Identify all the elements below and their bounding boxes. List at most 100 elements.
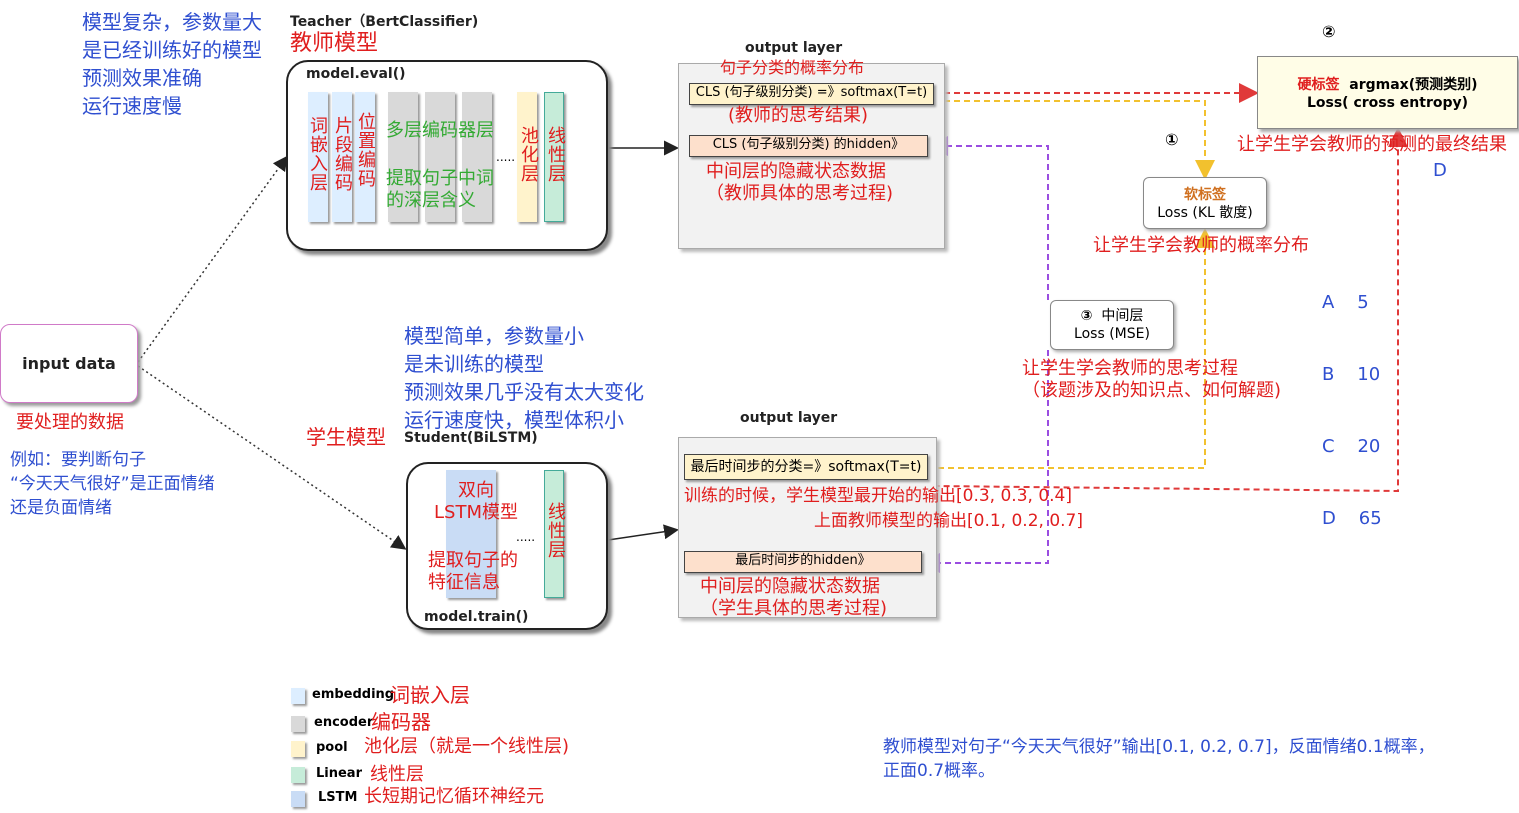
legend-desc-encoder: 编码器 — [371, 710, 431, 734]
student-mode: model.train() — [424, 609, 529, 625]
teacher-note: 是已经训练好的模型 — [82, 38, 262, 62]
legend-key-embedding: embedding — [312, 687, 395, 702]
legend-swatch-pool — [291, 741, 305, 757]
segment-encoding-bar — [332, 92, 352, 222]
encoder-bar — [462, 92, 492, 222]
answer-options: A 5 B 10 C 20 D 65 — [1322, 243, 1382, 555]
student-to-output-arrow — [607, 524, 679, 541]
input-to-student-arrow — [137, 365, 407, 550]
legend-swatch-encoder — [291, 716, 305, 732]
encoder-title: 多层编码器层 — [386, 120, 494, 141]
student-linear-layer-label: 线性层 — [545, 502, 566, 559]
legend-key-pool: pool — [316, 740, 348, 755]
hard-loss-answer: D — [1433, 160, 1447, 181]
legend-desc-linear: 线性层 — [370, 764, 424, 785]
input-to-teacher-arrow — [137, 155, 288, 363]
answer-option: A 5 — [1322, 292, 1369, 313]
student-linear-layer-bar — [544, 470, 564, 598]
embedding-layer-bar — [308, 92, 328, 222]
teacher-note: 预测效果准确 — [82, 66, 202, 90]
teacher-soft-label-arrow — [934, 100, 1215, 180]
hard-loss-line1: 硬标签 argmax(预测类别) — [1257, 76, 1518, 94]
teacher-note: 运行速度慢 — [82, 94, 182, 118]
legend-desc-lstm: 长短期记忆循环神经元 — [364, 786, 544, 807]
soft-loss-line2: Loss (KL 散度) — [1157, 205, 1253, 221]
input-data-box — [0, 324, 138, 403]
student-note: 运行速度快，模型体积小 — [404, 408, 624, 432]
teacher-notes: 模型复杂，参数量大 是已经训练好的模型 预测效果准确 运行速度慢 — [82, 8, 292, 120]
hard-loss-note: 让学生学会教师的预测的最终结果 — [1237, 134, 1507, 155]
teacher-prob-label: 句子分类的概率分布 — [720, 58, 865, 77]
teacher-subtitle: 教师模型 — [290, 31, 379, 56]
teacher-mode: model.eval() — [306, 66, 406, 82]
legend-desc-embedding: 词嵌入层 — [390, 683, 470, 707]
hard-loss-box — [1257, 56, 1518, 129]
mid-loss-to-student-hidden-arrow — [920, 350, 1049, 573]
teacher-note: 模型复杂，参数量大 — [82, 10, 262, 34]
student-ellipsis: ..... — [516, 530, 536, 544]
student-hidden-note: 中间层的隐藏状态数据 （学生具体的思考过程) — [700, 576, 888, 619]
teacher-cls-note: (教师的思考结果) — [728, 105, 869, 126]
legend-key-linear: Linear — [316, 766, 362, 781]
input-data-label: input data — [22, 354, 116, 373]
linear-layer-bar — [544, 92, 564, 222]
answer-option: C 20 — [1322, 436, 1381, 457]
input-caption: 要处理的数据 — [16, 412, 124, 433]
legend-swatch-linear — [291, 767, 305, 783]
student-subtitle: 学生模型 — [306, 425, 386, 449]
legend-swatch-embedding — [291, 688, 305, 704]
teacher-cls-hidden: CLS (句子级别分类) 的hidden》 — [689, 135, 928, 157]
soft-loss-marker: ① — [1165, 130, 1179, 149]
position-encoding-bar — [355, 92, 375, 222]
mid-loss-box: ③ 中间层 Loss (MSE) — [1050, 300, 1174, 350]
teacher-hidden-note: 中间层的隐藏状态数据 （教师具体的思考过程) — [706, 161, 894, 204]
student-output-title: output layer — [740, 410, 838, 426]
answer-option: B 10 — [1322, 364, 1381, 385]
linear-layer-label: 线性层 — [545, 126, 566, 183]
soft-loss-box: 软标签 Loss (KL 散度) — [1143, 177, 1267, 229]
pool-layer-label: 池化层 — [518, 126, 539, 183]
mid-loss-to-teacher-hidden-arrow — [928, 136, 1049, 300]
soft-loss-title: 软标签 — [1184, 187, 1226, 203]
teacher-cls-softmax: CLS (句子级别分类) =》softmax(T=t) — [689, 83, 934, 105]
mid-loss-marker: ③ — [1080, 308, 1093, 324]
student-notes: 模型简单，参数量小 是未训练的模型 预测效果几乎没有太大变化 运行速度快，模型体… — [404, 322, 694, 434]
legend-swatch-lstm — [291, 791, 305, 807]
pool-layer-bar — [517, 92, 537, 222]
teacher-ellipsis: ..... — [496, 150, 516, 164]
legend-desc-pool: 池化层（就是一个线性层) — [364, 736, 570, 757]
answer-option: D 65 — [1322, 508, 1382, 529]
student-hidden: 最后时间步的hidden》 — [684, 551, 922, 573]
lstm-layer-bar — [446, 470, 496, 598]
mid-loss-line2: Loss (MSE) — [1074, 326, 1150, 342]
encoder-bar — [425, 92, 455, 222]
student-train-note1: 训练的时候，学生模型最开始的输出[0.3, 0.3, 0.4] — [684, 486, 1072, 506]
mid-loss-note: 让学生学会教师的思考过程 （该题涉及的知识点、如何解题) — [1022, 358, 1282, 401]
lstm-layer-label: 双向 LSTM模型 — [434, 480, 518, 523]
segment-encoding-label: 片段编码 — [332, 116, 353, 192]
student-note: 预测效果几乎没有太大变化 — [404, 380, 644, 404]
student-softmax: 最后时间步的分类=》softmax(T=t) — [684, 454, 928, 480]
student-note: 是未训练的模型 — [404, 352, 544, 376]
hard-loss-line2: Loss( cross entropy) — [1306, 95, 1469, 111]
legend-key-encoder: encoder — [314, 715, 374, 730]
lstm-layer-desc: 提取句子的 特征信息 — [428, 550, 518, 593]
student-train-note2: 上面教师模型的输出[0.1, 0.2, 0.7] — [814, 511, 1083, 531]
student-note: 模型简单，参数量小 — [404, 324, 584, 348]
hard-label-name: 硬标签 — [1297, 77, 1340, 93]
teacher-output-title: output layer — [745, 40, 843, 56]
embedding-layer-label: 词嵌入层 — [307, 116, 328, 192]
encoder-desc: 提取句子中词的深层含义 — [386, 168, 494, 211]
mid-loss-title: 中间层 — [1101, 308, 1144, 324]
position-encoding-label: 位置编码 — [355, 112, 376, 188]
legend-key-lstm: LSTM — [318, 790, 358, 805]
student-soft-label-arrow — [928, 228, 1215, 469]
student-title: Student(BiLSTM) — [404, 430, 538, 446]
student-model-box — [406, 462, 608, 630]
hard-label-method: argmax(预测类别) — [1349, 77, 1478, 93]
hard-loss-marker: ② — [1322, 22, 1336, 41]
soft-loss-note: 让学生学会教师的概率分布 — [1093, 235, 1309, 256]
input-example: 例如：要判断句子 “今天天气很好”是正面情绪 还是负面情绪 — [10, 450, 215, 518]
teacher-title: Teacher（BertClassifier) — [290, 14, 479, 30]
encoder-bar — [388, 92, 418, 222]
